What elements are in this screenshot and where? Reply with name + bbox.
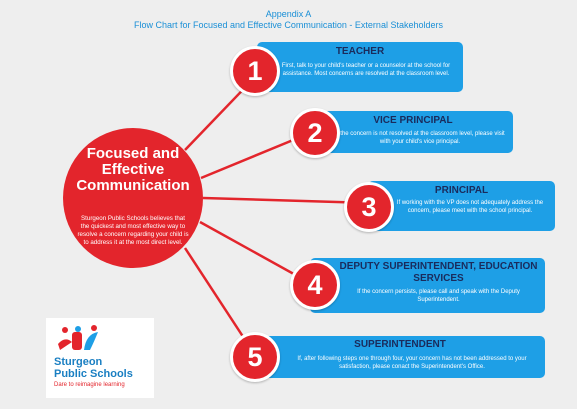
step-5-number: 5 <box>230 332 280 382</box>
chart-title: Flow Chart for Focused and Effective Com… <box>134 20 443 30</box>
step-1-box: TEACHER First, talk to your child's teac… <box>257 42 463 92</box>
step-4-title: DEPUTY SUPERINTENDENT, EDUCATION SERVICE… <box>339 261 538 284</box>
step-5-text: If, after following steps one through fo… <box>297 356 527 370</box>
step-5-box: SUPERINTENDENT If, after following steps… <box>255 336 545 378</box>
step-2-title: VICE PRINCIPAL <box>373 115 453 126</box>
central-description: Sturgeon Public Schools believes that th… <box>77 215 189 246</box>
central-title: Focused and Effective Communication <box>76 145 190 194</box>
sturgeon-logo: Sturgeon Public Schools Dare to reimagin… <box>46 318 154 398</box>
sps-logo-mark-icon <box>58 325 98 350</box>
step-5-title: SUPERINTENDENT <box>354 339 446 350</box>
step-4-text: If the concern persists, please call and… <box>357 289 520 303</box>
step-3-title: PRINCIPAL <box>434 185 489 196</box>
step-1-number: 1 <box>230 46 280 96</box>
appendix-label: Appendix A <box>265 9 312 19</box>
step-3-number: 3 <box>344 182 394 232</box>
step-4-box: DEPUTY SUPERINTENDENT, EDUCATION SERVICE… <box>310 258 545 313</box>
step-2-number: 2 <box>290 108 340 158</box>
step-2-text: If the concern is not resolved at the cl… <box>335 131 505 145</box>
step-1-title: TEACHER <box>335 46 385 57</box>
step-1-text: First, talk to your child's teacher or a… <box>281 63 451 77</box>
step-3-text: If working with the VP does not adequate… <box>396 200 544 214</box>
logo-tagline: Dare to reimagine learning <box>54 382 125 388</box>
step-2-box: VICE PRINCIPAL If the concern is not res… <box>313 111 513 153</box>
logo-name-line2: Public Schools <box>54 368 133 380</box>
step-3-box: PRINCIPAL If working with the VP does no… <box>368 181 555 231</box>
logo-name-line1: Sturgeon <box>54 356 103 368</box>
central-circle: Focused and Effective Communication Stur… <box>63 128 203 268</box>
step-4-number: 4 <box>290 260 340 310</box>
